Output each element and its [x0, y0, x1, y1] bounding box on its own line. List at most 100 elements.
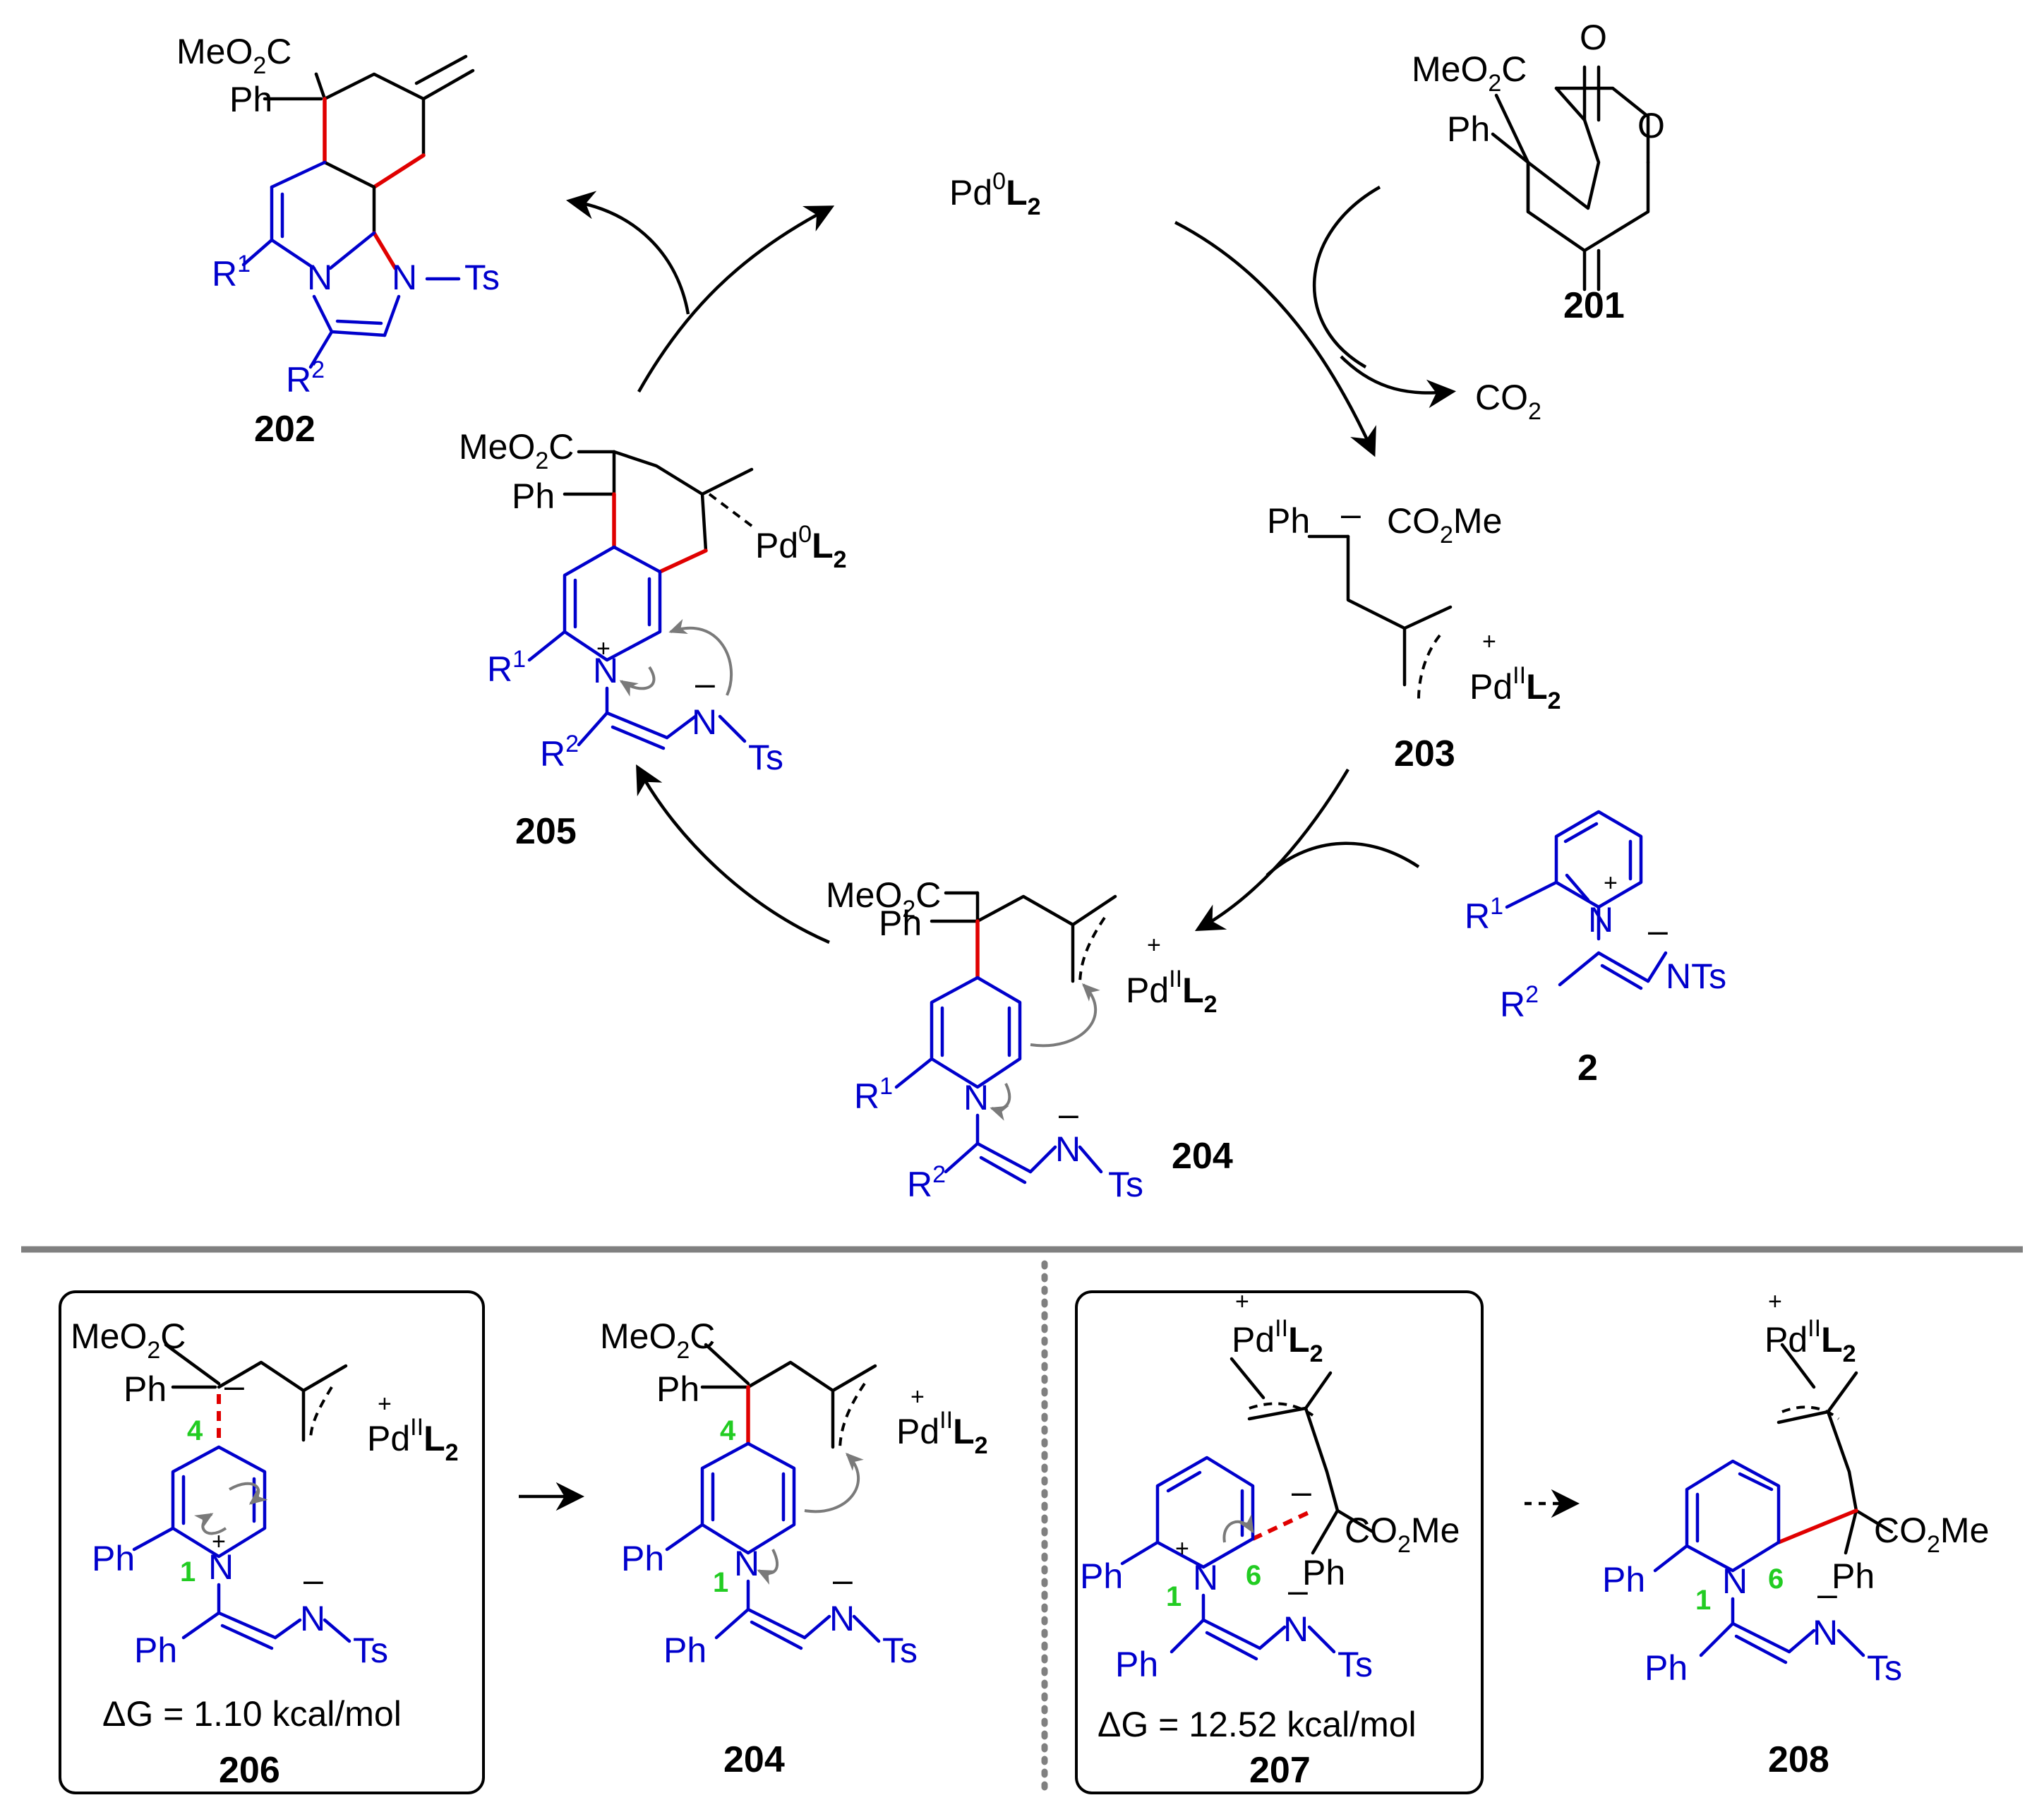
- compound-206: MeO2C Ph – PdIIL2 + 4 N + 1 Ph Ph N – Ts…: [71, 1316, 459, 1791]
- svg-text:203: 203: [1394, 733, 1455, 774]
- svg-text:+: +: [1235, 1288, 1249, 1315]
- compound-204: MeO2C Ph PdIIL2 + N R1 R2 N – Ts 204: [826, 875, 1233, 1204]
- svg-text:207: 207: [1249, 1750, 1311, 1791]
- svg-text:ΔG = 1.10 kcal/mol: ΔG = 1.10 kcal/mol: [102, 1694, 402, 1734]
- compound-203: Ph – CO2Me PdIIL2 + 203: [1267, 494, 1561, 774]
- cycle-arrow-201-entry: [1312, 186, 1381, 368]
- svg-text:Ts: Ts: [882, 1631, 918, 1670]
- svg-text:R1: R1: [487, 646, 526, 689]
- svg-text:PdIIL2: PdIIL2: [367, 1414, 459, 1466]
- box-207: [1075, 1290, 1484, 1794]
- compound-208: PdIIL2 + CO2Me Ph 6 N 1 Ph Ph N – Ts 208: [1602, 1288, 1989, 1780]
- svg-text:–: –: [1648, 911, 1668, 950]
- svg-text:Ts: Ts: [1108, 1165, 1143, 1204]
- svg-text:206: 206: [219, 1750, 280, 1791]
- svg-text:4: 4: [720, 1415, 736, 1446]
- svg-text:Ph: Ph: [1832, 1556, 1875, 1596]
- svg-text:N: N: [1193, 1558, 1218, 1597]
- svg-text:N: N: [1588, 900, 1613, 940]
- svg-text:2: 2: [1577, 1048, 1598, 1088]
- svg-text:MeO2C: MeO2C: [176, 32, 291, 79]
- cycle-arrow-205-to-pd0: [637, 205, 835, 393]
- svg-text:–: –: [1292, 1472, 1311, 1511]
- compound-205: MeO2C Ph Pd0L2 N + R1 R2 N – Ts 205: [459, 427, 847, 852]
- svg-text:N: N: [829, 1599, 855, 1638]
- svg-text:Ph: Ph: [656, 1369, 699, 1409]
- svg-text:–: –: [1341, 494, 1361, 534]
- svg-text:N: N: [963, 1078, 989, 1117]
- svg-text:Ph: Ph: [1267, 501, 1310, 541]
- svg-text:N: N: [1812, 1613, 1838, 1652]
- panel-206-to-204: MeO2C Ph – PdIIL2 + 4 N + 1 Ph Ph N – Ts…: [59, 1290, 988, 1794]
- svg-text:205: 205: [515, 811, 577, 852]
- svg-text:N: N: [1055, 1129, 1081, 1169]
- svg-text:R1: R1: [854, 1073, 893, 1116]
- svg-text:+: +: [596, 635, 611, 662]
- svg-text:–: –: [1817, 1574, 1837, 1614]
- cycle-arrow-203-to-204: [1194, 768, 1349, 931]
- svg-text:Ph: Ph: [1447, 109, 1490, 149]
- svg-text:–: –: [303, 1560, 323, 1600]
- svg-text:Ts: Ts: [1867, 1648, 1902, 1688]
- svg-text:–: –: [1288, 1571, 1308, 1610]
- svg-text:CO2Me: CO2Me: [1387, 501, 1502, 548]
- svg-text:+: +: [1147, 932, 1161, 959]
- svg-text:N: N: [692, 702, 717, 742]
- svg-text:Ph: Ph: [1115, 1645, 1158, 1684]
- svg-text:PdIIL2: PdIIL2: [1126, 966, 1218, 1018]
- svg-text:Ph: Ph: [1645, 1648, 1688, 1688]
- svg-text:R2: R2: [540, 731, 579, 774]
- svg-text:4: 4: [187, 1415, 203, 1446]
- svg-text:–: –: [695, 664, 715, 703]
- svg-text:R2: R2: [1500, 981, 1539, 1024]
- svg-text:+: +: [1482, 628, 1496, 655]
- svg-text:6: 6: [1768, 1564, 1784, 1595]
- svg-text:NTs: NTs: [1666, 956, 1726, 996]
- svg-text:O: O: [1637, 106, 1665, 145]
- svg-text:Ph: Ph: [1302, 1553, 1345, 1592]
- svg-text:R1: R1: [212, 251, 251, 294]
- svg-text:MeO2C: MeO2C: [826, 875, 941, 923]
- compound-2: N + R1 R2 NTs – 2: [1465, 810, 1726, 1088]
- svg-text:–: –: [833, 1560, 853, 1600]
- svg-text:Pd0L2: Pd0L2: [949, 168, 1041, 220]
- svg-text:R2: R2: [286, 356, 325, 400]
- svg-text:Ph: Ph: [229, 80, 272, 119]
- svg-text:+: +: [212, 1528, 226, 1555]
- svg-text:Pd0L2: Pd0L2: [755, 521, 847, 573]
- cycle-arrow-202-out: [566, 191, 690, 315]
- svg-text:Ts: Ts: [464, 258, 500, 297]
- svg-text:204: 204: [723, 1739, 785, 1780]
- svg-text:204: 204: [1172, 1136, 1233, 1177]
- svg-text:MeO2C: MeO2C: [600, 1316, 715, 1364]
- svg-text:ΔG = 12.52 kcal/mol: ΔG = 12.52 kcal/mol: [1098, 1705, 1417, 1744]
- co2-byproduct: CO2: [1475, 378, 1541, 425]
- svg-text:+: +: [910, 1384, 925, 1410]
- svg-text:–: –: [1059, 1094, 1078, 1134]
- svg-text:1: 1: [1166, 1581, 1182, 1612]
- compound-202: MeO2C Ph N N Ts R1 R2 202: [176, 32, 500, 450]
- svg-text:R1: R1: [1465, 893, 1503, 936]
- svg-text:+: +: [1604, 870, 1618, 896]
- svg-text:Ph: Ph: [1080, 1556, 1123, 1596]
- svg-text:PdIIL2: PdIIL2: [1232, 1315, 1323, 1367]
- svg-text:1: 1: [1695, 1585, 1711, 1616]
- svg-text:N: N: [593, 651, 618, 690]
- svg-text:Ph: Ph: [134, 1631, 177, 1670]
- svg-text:+: +: [378, 1391, 392, 1417]
- svg-text:N: N: [1283, 1609, 1309, 1649]
- svg-text:N: N: [392, 258, 417, 297]
- svg-text:N: N: [307, 258, 332, 297]
- svg-text:Ts: Ts: [748, 738, 783, 777]
- svg-text:1: 1: [180, 1556, 196, 1588]
- svg-text:PdIIL2: PdIIL2: [896, 1407, 988, 1459]
- svg-text:Ts: Ts: [1337, 1645, 1373, 1684]
- svg-text:PdIIL2: PdIIL2: [1765, 1315, 1856, 1367]
- svg-text:1: 1: [713, 1567, 728, 1598]
- svg-text:202: 202: [254, 409, 315, 450]
- cycle-arrow-co2-out: [1340, 355, 1457, 409]
- svg-text:+: +: [1175, 1535, 1189, 1562]
- svg-text:O: O: [1580, 18, 1607, 57]
- svg-text:N: N: [734, 1544, 759, 1583]
- compound-201: MeO2C Ph O O 201: [1412, 18, 1665, 326]
